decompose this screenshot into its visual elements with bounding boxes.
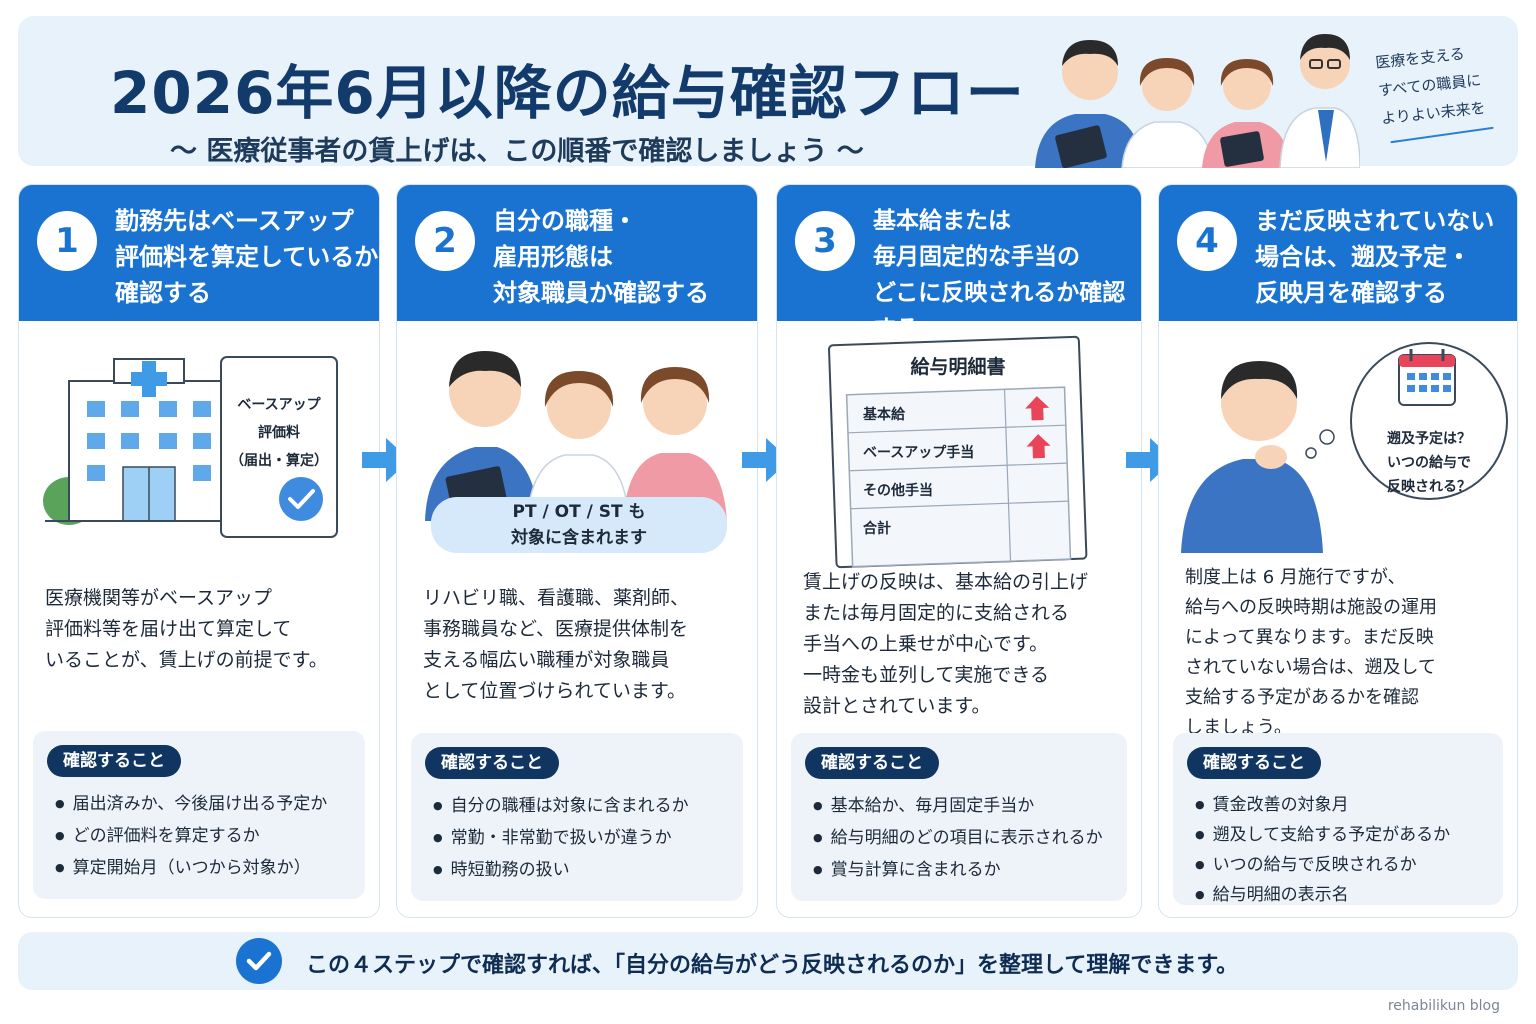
step-header-4: 4 まだ反映されていない 場合は、遡及予定・ 反映月を確認する (1159, 185, 1517, 321)
step-header-3: 3 基本給または 毎月固定的な手当の どこに反映されるか確認する (777, 185, 1141, 342)
slogan-text: 医療を支える すべての職員に よりよい未来を (1374, 44, 1487, 128)
payslip-icon (828, 335, 1088, 569)
step-number-2: 2 (415, 211, 475, 271)
step-body-3: 賃上げの反映は、基本給の引上げ または毎月固定的に支給される 手当への上乗せが中… (803, 571, 1089, 717)
check-list-2: 自分の職種は対象に含まれるか 常勤・非常勤で扱いが違うか 時短勤務の扱い (433, 791, 689, 887)
footer-banner: この４ステップで確認すれば、「自分の給与がどう反映されるのか」を整理して理解でき… (18, 932, 1518, 990)
list-item: どの評価料を算定するか (55, 821, 327, 853)
arrow-up-icon (1025, 396, 1050, 421)
step-header-2: 2 自分の職種・ 雇用形態は 対象職員か確認する (397, 185, 757, 321)
list-item: 基本給か、毎月固定手当か (813, 791, 1103, 823)
credit-text: rehabilikun blog (1387, 998, 1500, 1014)
check-circle-icon (236, 938, 282, 984)
pt-ot-st-badge (431, 497, 727, 553)
thought-bubble (1350, 342, 1508, 500)
check-tag-3: 確認すること (805, 747, 939, 779)
step-title-3: 基本給または 毎月固定的な手当の どこに反映されるか確認する (873, 208, 1126, 342)
step-header-1: 1 勤務先はベースアップ 評価料を算定しているか 確認する (19, 185, 379, 321)
step-card-1: 1 勤務先はベースアップ 評価料を算定しているか 確認する (18, 184, 380, 918)
check-circle-icon (279, 477, 323, 521)
staff-person-4 (1279, 34, 1360, 168)
step-card-3: 3 基本給または 毎月固定的な手当の どこに反映されるか確認する 給与明細書 基… (776, 184, 1142, 918)
step-body-2: リハビリ職、看護職、薬剤師、 事務職員など、医療提供体制を 支える幅広い職種が対… (423, 587, 690, 702)
payslip-row-baseup: ベースアップ手当 (863, 445, 975, 461)
footer-summary: この４ステップで確認すれば、「自分の給与がどう反映されるのか」を整理して理解でき… (306, 953, 1239, 978)
baseup-document-label: ベースアップ 評価料 （届出・算定） (230, 397, 328, 469)
list-item: 給与明細の表示名 (1195, 881, 1450, 911)
staff-person-3 (1202, 59, 1290, 168)
check-tag-1: 確認すること (47, 745, 181, 777)
check-box-2: 確認すること 自分の職種は対象に含まれるか 常勤・非常勤で扱いが違うか 時短勤務… (411, 733, 743, 901)
therapist-person-1 (425, 351, 539, 521)
check-box-4: 確認すること 賃金改善の対象月 遡及して支給する予定があるか いつの給与で反映さ… (1173, 733, 1503, 905)
list-item: 給与明細のどの項目に表示されるか (813, 823, 1103, 855)
staff-person-2 (1121, 58, 1213, 168)
list-item: 算定開始月（いつから対象か） (55, 853, 327, 885)
step-illustration-1: ベースアップ 評価料 （届出・算定） (19, 321, 379, 591)
list-item: 自分の職種は対象に含まれるか (433, 791, 689, 823)
step-illustration-4: 遡及予定は？ いつの給与で 反映される？ (1159, 321, 1517, 591)
calendar-icon (1398, 349, 1456, 406)
list-item: 遡及して支給する予定があるか (1195, 821, 1451, 851)
step-illustration-2: PT / OT / ST も 対象に含まれます (397, 321, 757, 591)
step-number-4: 4 (1177, 211, 1237, 271)
check-tag-4: 確認すること (1187, 747, 1321, 779)
check-box-1: 確認すること 届出済みか、今後届け出る予定か どの評価料を算定するか 算定開始月… (33, 731, 365, 899)
hospital-icon (43, 358, 251, 525)
step-body-1: 医療機関等がベースアップ 評価料等を届け出て算定して いることが、賃上げの前提で… (45, 587, 328, 671)
list-item: 時短勤務の扱い (433, 855, 689, 887)
arrow-up-icon (1026, 434, 1051, 459)
list-item: 常勤・非常勤で扱いが違うか (433, 823, 689, 855)
step-number-1: 1 (37, 211, 97, 271)
medical-staff-illustration (1035, 34, 1360, 168)
step-body-4: 制度上は 6 月施行ですが、 給与への反映時期は施設の運用 によって異なります。… (1185, 567, 1437, 738)
thought-bubble-text: 遡及予定は？ いつの給与で 反映される？ (1387, 431, 1471, 495)
check-list-4: 賃金改善の対象月 遡及して支給する予定があるか いつの給与で反映されるか 給与明… (1195, 791, 1451, 911)
list-item: 賞与計算に含まれるか (813, 855, 1103, 887)
list-item: 賃金改善の対象月 (1195, 791, 1450, 821)
check-tag-2: 確認すること (425, 747, 559, 779)
check-list-1: 届出済みか、今後届け出る予定か どの評価料を算定するか 算定開始月（いつから対象… (55, 789, 328, 885)
payslip-row-other: その他手当 (863, 483, 933, 499)
page-subtitle: 〜 医療従事者の賃上げは、この順番で確認しましょう 〜 (170, 136, 864, 167)
payslip-title: 給与明細書 (910, 356, 1006, 378)
pt-ot-st-label: PT / OT / ST も 対象に含まれます (511, 502, 647, 548)
list-item: いつの給与で反映されるか (1195, 851, 1450, 881)
step-title-4: まだ反映されていない 場合は、遡及予定・ 反映月を確認する (1255, 207, 1495, 307)
payslip-row-total: 合計 (863, 521, 891, 537)
step-number-3: 3 (795, 211, 855, 271)
page-title: 2026年6月以降の給与確認フロー (110, 59, 1025, 127)
staff-person-1 (1035, 40, 1142, 168)
step-illustration-3: 給与明細書 基本給 ベースアップ手当 その他手当 合計 (777, 321, 1141, 591)
payslip-row-basic: 基本給 (863, 407, 905, 423)
list-item: 届出済みか、今後届け出る予定か (55, 789, 328, 821)
step-card-4: 4 まだ反映されていない 場合は、遡及予定・ 反映月を確認する (1158, 184, 1518, 918)
step-title-1: 勤務先はベースアップ 評価料を算定しているか 確認する (115, 207, 379, 307)
step-card-2: 2 自分の職種・ 雇用形態は 対象職員か確認する PT / OT / ST (396, 184, 758, 918)
step-title-2: 自分の職種・ 雇用形態は 対象職員か確認する (493, 207, 709, 307)
thinking-person (1181, 361, 1323, 553)
check-list-3: 基本給か、毎月固定手当か 給与明細のどの項目に表示されるか 賞与計算に含まれるか (813, 791, 1103, 887)
check-box-3: 確認すること 基本給か、毎月固定手当か 給与明細のどの項目に表示されるか 賞与計… (791, 733, 1127, 901)
